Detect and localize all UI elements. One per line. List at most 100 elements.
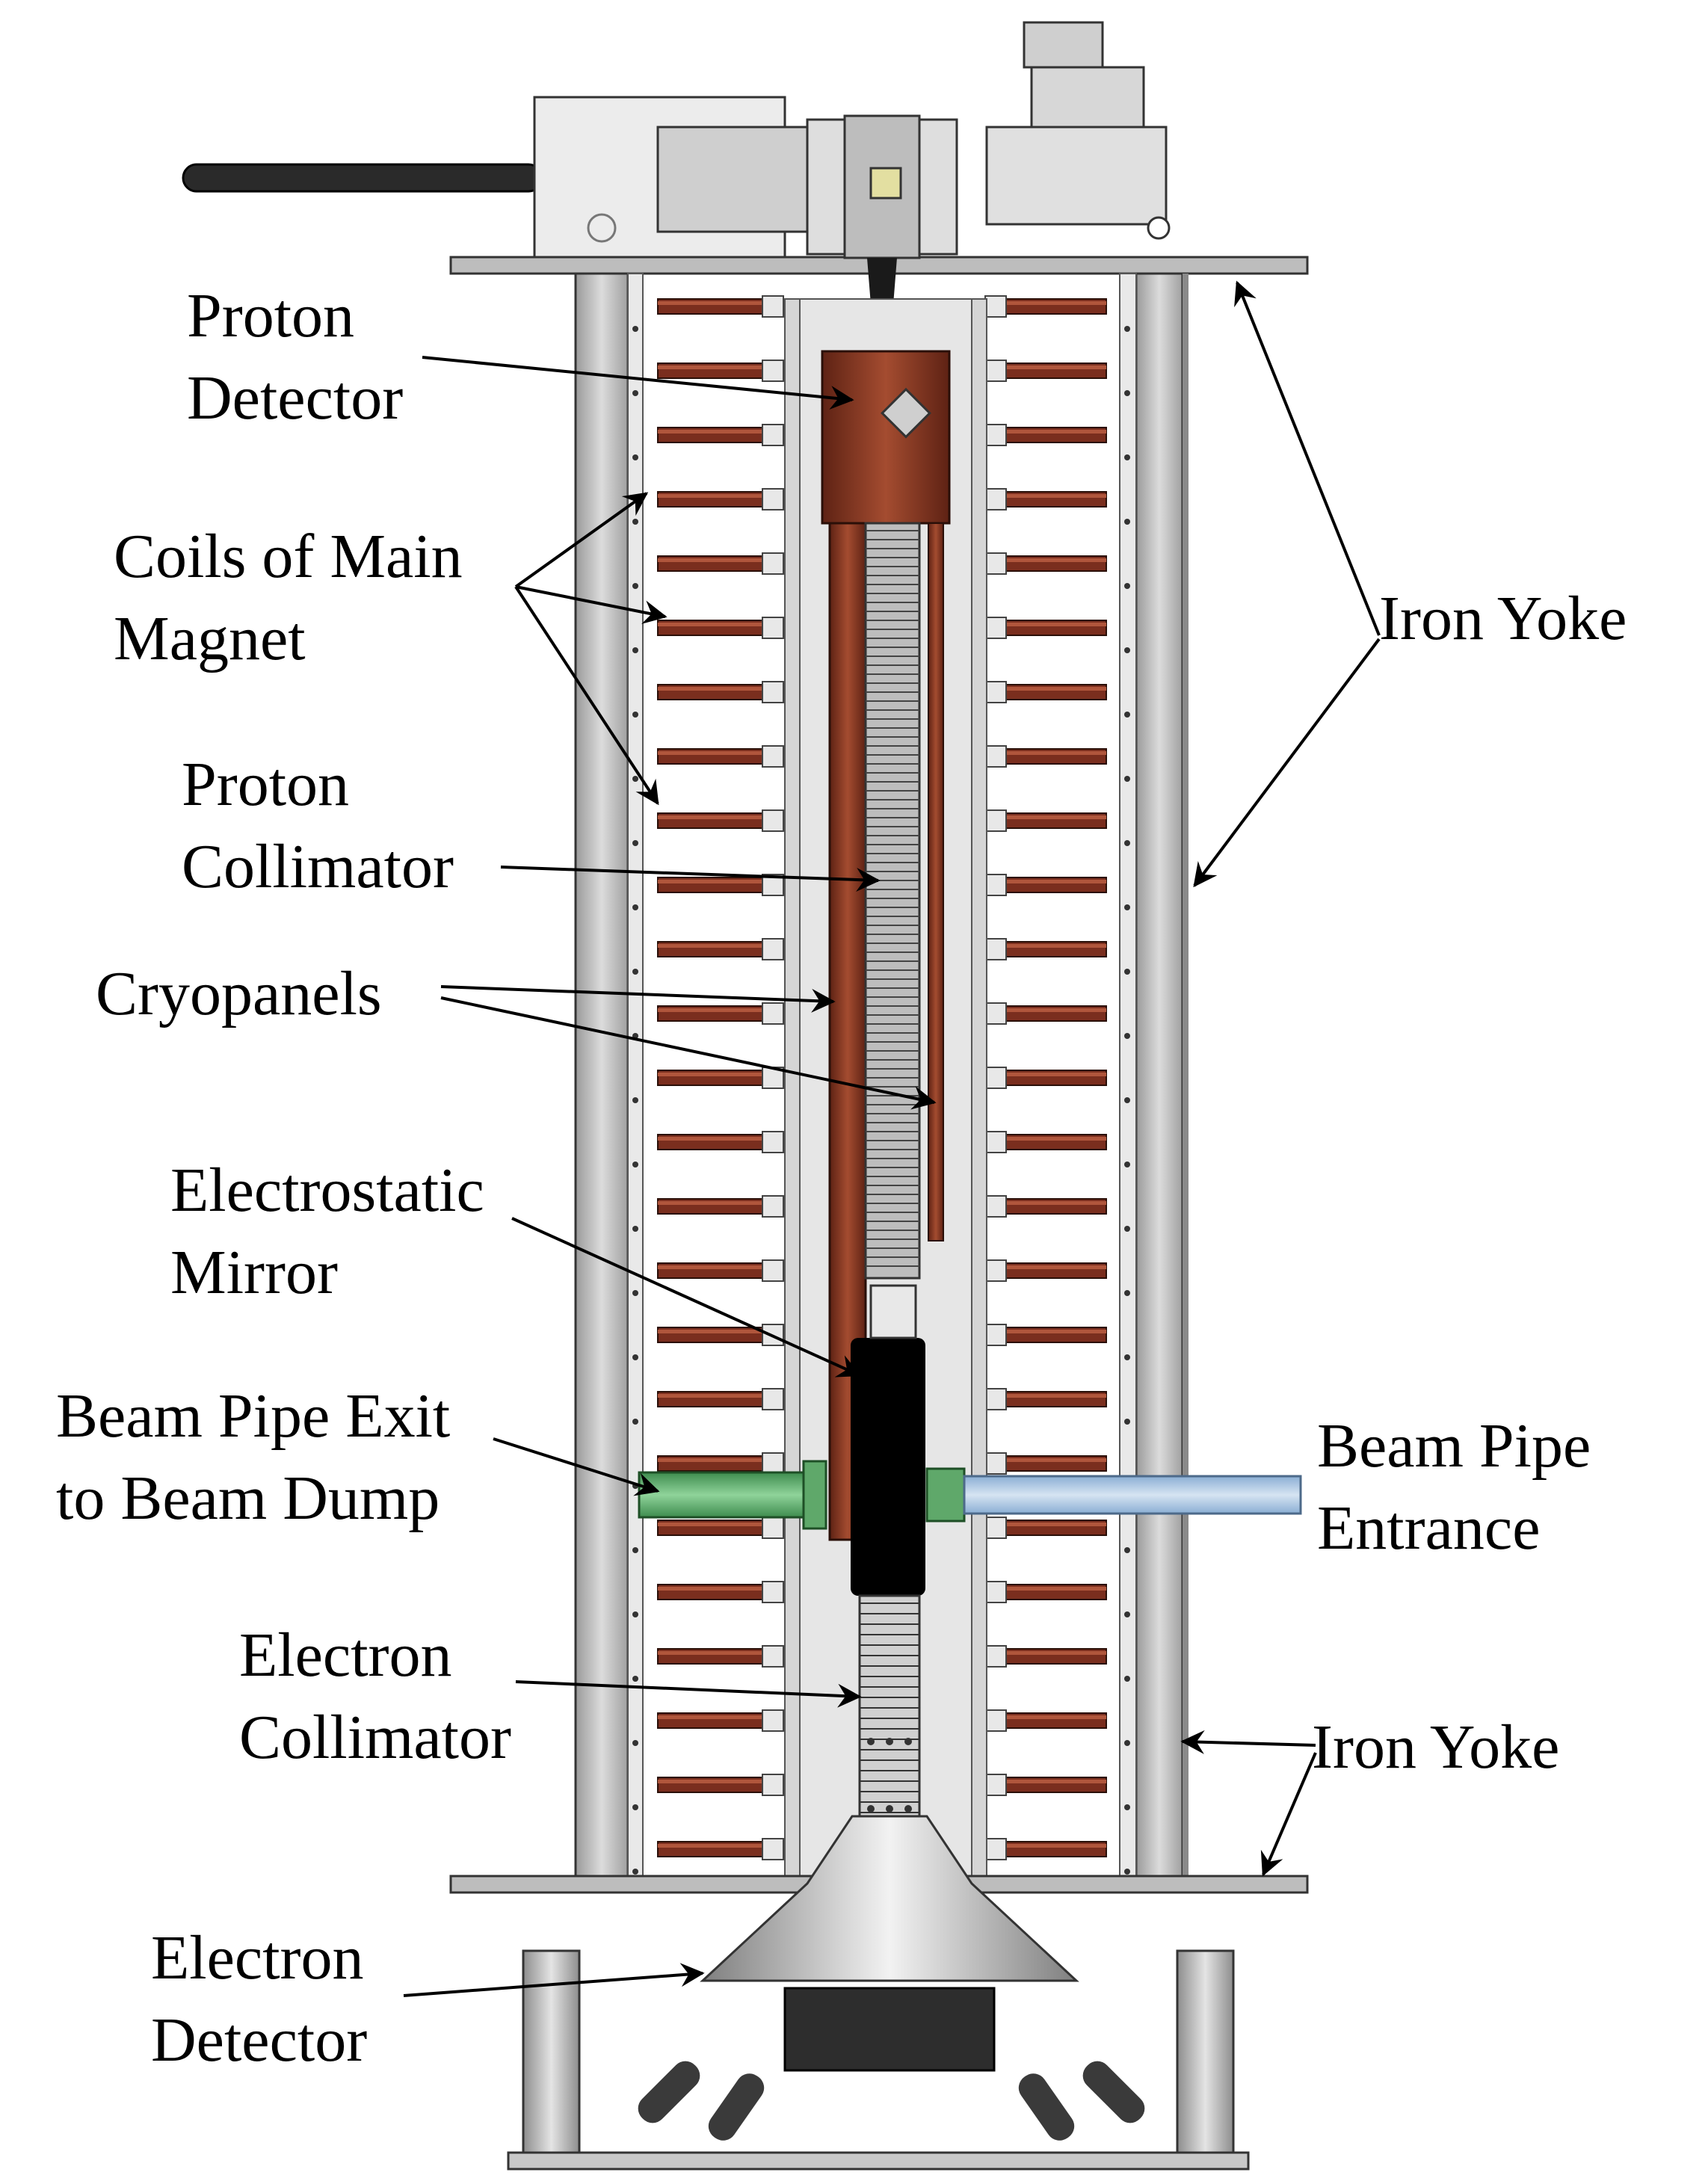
- coil-left-flange: [762, 1774, 784, 1796]
- yoke-bolt: [632, 1804, 638, 1810]
- yoke-bolt: [632, 390, 638, 396]
- label-line: Coils of Main: [114, 522, 463, 591]
- coil-left-flange: [762, 1581, 784, 1603]
- coil-left-flange: [762, 1838, 784, 1860]
- coil-right-flange: [984, 874, 1007, 896]
- yoke-bolt: [1124, 1226, 1130, 1232]
- yoke-bolt: [632, 1740, 638, 1746]
- coil-right-highlight: [994, 1523, 1106, 1526]
- coil-right-flange: [984, 552, 1007, 575]
- coil-right-flange: [984, 1838, 1007, 1860]
- yoke-bolt: [632, 1097, 638, 1103]
- arrow-iron-yoke-lower-1: [1180, 1730, 1316, 1754]
- coil-left-highlight: [658, 623, 770, 626]
- coil-left-highlight: [658, 1201, 770, 1205]
- label-line: Electron: [151, 1923, 364, 1993]
- coil-right-flange: [984, 681, 1007, 703]
- coil-left-highlight: [658, 430, 770, 434]
- coil-right-highlight: [994, 1201, 1106, 1205]
- coil-right-highlight: [994, 1651, 1106, 1655]
- label-line: Electrostatic: [170, 1156, 484, 1225]
- yoke-bolt: [632, 840, 638, 846]
- coil-right-highlight: [994, 430, 1106, 434]
- yoke-bolt: [632, 454, 638, 460]
- coil-right-highlight: [994, 687, 1106, 691]
- coil-right-highlight: [994, 1394, 1106, 1398]
- coil-left-highlight: [658, 1651, 770, 1655]
- yoke-bolt: [632, 969, 638, 975]
- yoke-bolt: [632, 326, 638, 332]
- coil-right-flange: [984, 360, 1007, 382]
- yoke-bolt: [1124, 519, 1130, 525]
- coil-left-highlight: [658, 494, 770, 498]
- coil-left-highlight: [658, 1008, 770, 1012]
- coil-right-flange: [984, 1067, 1007, 1089]
- label-line: Beam Pipe Exit: [56, 1381, 451, 1451]
- e-collimator-hole: [904, 1805, 912, 1813]
- arrow-proton-collimator: [500, 866, 881, 892]
- arrow-iron-yoke-upper-2: [1193, 638, 1381, 888]
- yoke-bolt: [1124, 712, 1130, 718]
- coil-right-flange: [984, 1002, 1007, 1025]
- coil-right-highlight: [994, 944, 1106, 948]
- coil-right-highlight: [994, 751, 1106, 755]
- arrow-coils-2: [515, 585, 668, 624]
- coil-right-highlight: [994, 1587, 1106, 1591]
- proton-detector-region: [821, 350, 951, 525]
- yoke-bolt: [632, 1547, 638, 1553]
- beam-pipe-exit: [638, 1460, 827, 1530]
- coil-left-flange: [762, 1195, 784, 1218]
- coil-right-highlight: [994, 815, 1106, 819]
- label-electron-collimator: Electron Collimator: [239, 1614, 511, 1779]
- yoke-bolt: [632, 1676, 638, 1682]
- coil-left-highlight: [658, 944, 770, 948]
- label-line: Entrance: [1317, 1493, 1541, 1563]
- label-proton-detector: Proton Detector: [187, 275, 403, 439]
- coil-left-flange: [762, 552, 784, 575]
- yoke-bolt: [1124, 1419, 1130, 1425]
- arrow-proton-detector: [422, 356, 854, 410]
- coil-right-flange: [984, 745, 1007, 768]
- label-line: Electron: [239, 1620, 452, 1690]
- main-magnet-coils: [632, 295, 1130, 1875]
- coil-right-highlight: [994, 494, 1106, 498]
- yoke-bolt: [632, 1354, 638, 1360]
- electron-detector: [638, 1815, 1145, 2141]
- coil-right-highlight: [994, 1137, 1106, 1141]
- yoke-bolt: [1124, 647, 1130, 653]
- yoke-bolt: [632, 1290, 638, 1296]
- coil-right-flange: [984, 617, 1007, 639]
- coil-left-flange: [762, 488, 784, 510]
- arrow-coils-1: [514, 492, 649, 588]
- yoke-bolt: [632, 583, 638, 589]
- coil-left-highlight: [658, 1844, 770, 1848]
- coil-left-highlight: [658, 1458, 770, 1462]
- arrow-electron-detector: [403, 1963, 705, 1997]
- coil-right-flange: [984, 1259, 1007, 1282]
- coil-left-flange: [762, 681, 784, 703]
- yoke-bolt: [1124, 1547, 1130, 1553]
- label-iron-yoke-upper: Iron Yoke: [1379, 578, 1627, 660]
- yoke-bolt: [1124, 1611, 1130, 1617]
- coil-right-highlight: [994, 1330, 1106, 1333]
- arrow-beam-pipe-exit: [493, 1437, 660, 1496]
- coil-right-flange: [984, 938, 1007, 960]
- coil-left-highlight: [658, 365, 770, 369]
- label-line: Magnet: [114, 604, 306, 673]
- arrow-electron-collimator: [515, 1680, 862, 1708]
- coil-left-highlight: [658, 1394, 770, 1398]
- coil-left-flange: [762, 1452, 784, 1475]
- coil-left-highlight: [658, 301, 770, 305]
- label-line: Collimator: [239, 1703, 511, 1772]
- yoke-bolt: [632, 1162, 638, 1167]
- coil-right-highlight: [994, 558, 1106, 562]
- coil-left-highlight: [658, 751, 770, 755]
- coil-left-flange: [762, 809, 784, 832]
- label-line: Iron Yoke: [1379, 584, 1627, 653]
- coil-left-flange: [762, 617, 784, 639]
- label-electron-detector: Electron Detector: [151, 1917, 367, 2082]
- coil-left-flange: [762, 1131, 784, 1153]
- coil-left-highlight: [658, 558, 770, 562]
- elbow-pipe-top: [985, 21, 1171, 240]
- beam-pipe-entrance: [925, 1467, 1302, 1523]
